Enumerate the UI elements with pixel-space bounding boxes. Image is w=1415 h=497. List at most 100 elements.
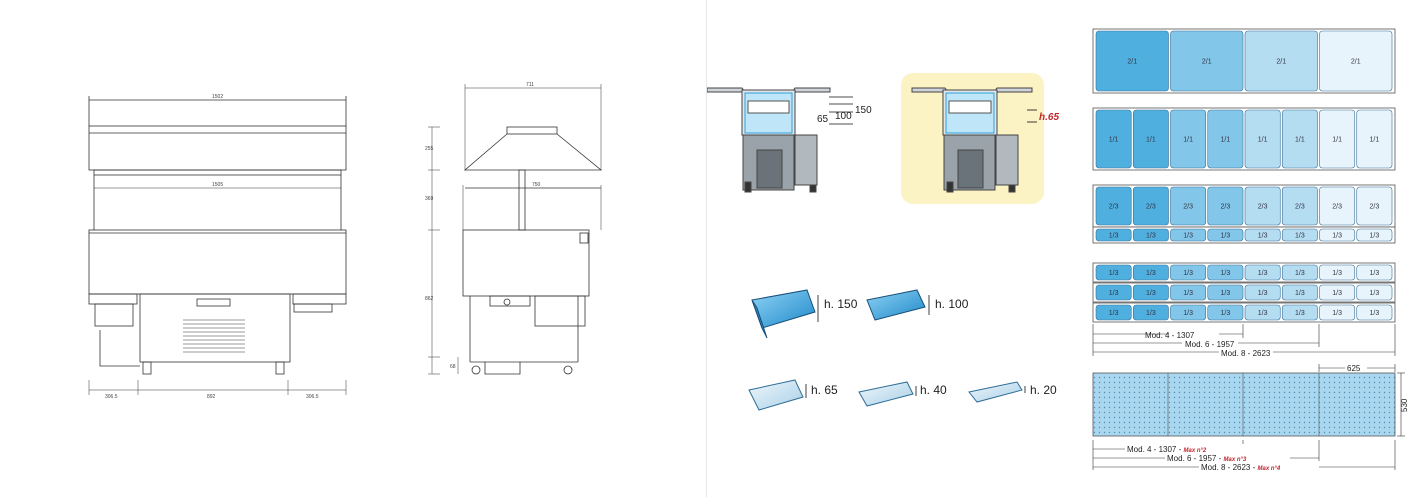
layout-row2-tray xyxy=(1207,109,1244,169)
depth-150-label: 150 xyxy=(855,105,872,116)
layout-row4-a-tray-label: 1/3 xyxy=(1258,270,1268,277)
layout-row2-tray-label: 1/1 xyxy=(1258,137,1268,144)
perforated-plate xyxy=(1092,372,1396,437)
layout-row4-b-tray xyxy=(1319,284,1356,301)
layout-row1-tray-label: 2/1 xyxy=(1276,59,1286,66)
side-mid-width: 750 xyxy=(532,182,541,188)
layout-row4-c-tray xyxy=(1281,304,1318,321)
layout-row4-b-tray-label: 1/3 xyxy=(1109,290,1119,297)
layout-row4-b-tray-label: 1/3 xyxy=(1146,290,1156,297)
layout-row4-a-tray xyxy=(1319,264,1356,281)
layout-row4-c-tray-label: 1/3 xyxy=(1370,310,1380,317)
layout-row4-a-tray-label: 1/3 xyxy=(1370,270,1380,277)
depth-65-label: 65 xyxy=(817,114,829,125)
layout-row4-b-tray xyxy=(1244,284,1281,301)
layout-row3-bottom-tray-label: 1/3 xyxy=(1183,233,1193,240)
layout-row4-a-tray xyxy=(1356,264,1393,281)
layout-row2-tray xyxy=(1132,109,1169,169)
layout-row3-bottom-tray-label: 1/3 xyxy=(1370,233,1380,240)
layout-row3-bottom-tray-label: 1/3 xyxy=(1258,233,1268,240)
layout-row4-a-tray xyxy=(1095,264,1132,281)
mod6-label: Mod. 6 - 1957 xyxy=(1185,340,1235,349)
layout-row4-c-tray-label: 1/3 xyxy=(1258,310,1268,317)
layout-row3-top-tray xyxy=(1356,186,1393,226)
layout-row3-top-tray xyxy=(1095,186,1132,226)
mod8-plate-label: Mod. 8 - 2623 - Max n°4 xyxy=(1201,463,1281,472)
layout-row3-top-tray-label: 2/3 xyxy=(1183,204,1193,211)
layout-row3-top-tray-label: 2/3 xyxy=(1295,204,1305,211)
layout-row4-c-tray xyxy=(1244,304,1281,321)
layout-row4-c-tray xyxy=(1207,304,1244,321)
layout-row4-b-tray xyxy=(1095,284,1132,301)
layout-row4-b-tray xyxy=(1170,284,1207,301)
pan-40-label: h. 40 xyxy=(920,383,947,397)
layout-row2-tray-label: 1/1 xyxy=(1332,137,1342,144)
layout-row4-c-tray xyxy=(1132,304,1169,321)
side-body-height: 862 xyxy=(425,296,434,302)
layout-row4-c-tray xyxy=(1170,304,1207,321)
layout-row3-bottom-tray-label: 1/3 xyxy=(1221,233,1231,240)
layout-row4-c-tray-label: 1/3 xyxy=(1332,310,1342,317)
mod8-label: Mod. 8 - 2623 xyxy=(1221,349,1271,358)
layout-row4-a-tray xyxy=(1170,264,1207,281)
layout-row4-b-tray xyxy=(1356,284,1393,301)
configuration-graphics: 150 100 65 h.65 h. 150 xyxy=(707,28,1409,472)
front-view xyxy=(88,96,347,395)
layout-row4-a-tray xyxy=(1281,264,1318,281)
technical-drawing-panel: 1502 1505 306.5 892 306.5 711 750 255 36… xyxy=(0,0,707,497)
layout-row4-c-tray-label: 1/3 xyxy=(1183,310,1193,317)
layout-row2-tray-label: 1/1 xyxy=(1295,137,1305,144)
layout-row4-c-tray xyxy=(1095,304,1132,321)
layout-row3-top-tray-label: 2/3 xyxy=(1109,204,1119,211)
layout-row4-b-tray xyxy=(1207,284,1244,301)
layout-row3-top-tray xyxy=(1207,186,1244,226)
pan-20-label: h. 20 xyxy=(1030,383,1057,397)
layout-row3-bottom-tray xyxy=(1244,228,1281,242)
layout-row4-a-tray-label: 1/3 xyxy=(1221,270,1231,277)
layout-row4-c-tray-label: 1/3 xyxy=(1221,310,1231,317)
side-top-width: 711 xyxy=(526,82,534,88)
layout-row2-tray-label: 1/1 xyxy=(1221,137,1231,144)
side-hood-height: 255 xyxy=(425,146,434,152)
side-view xyxy=(428,84,603,375)
layout-row2-tray-label: 1/1 xyxy=(1370,137,1380,144)
mod6-plate-label: Mod. 6 - 1957 - Max n°3 xyxy=(1167,454,1247,463)
layout-row2-tray xyxy=(1281,109,1318,169)
pan-65: h. 65 xyxy=(748,379,838,411)
layout-row4-b-tray-label: 1/3 xyxy=(1221,290,1231,297)
side-foot-height: 68 xyxy=(450,364,456,370)
layout-row4-b-tray-label: 1/3 xyxy=(1370,290,1380,297)
front-left-offset: 306.5 xyxy=(105,394,118,400)
plate-height-label: 530 xyxy=(1400,398,1409,412)
layout-row4-a-tray-label: 1/3 xyxy=(1109,270,1119,277)
mod4-label: Mod. 4 - 1307 xyxy=(1145,331,1195,340)
pan-100-label: h. 100 xyxy=(935,297,969,311)
layout-row3-top-tray-label: 2/3 xyxy=(1370,204,1380,211)
layout-row3-top-tray-label: 2/3 xyxy=(1258,204,1268,211)
pan-150: h. 150 xyxy=(751,289,858,339)
layout-row2-tray-label: 1/1 xyxy=(1146,137,1156,144)
technical-drawing: 1502 1505 306.5 892 306.5 711 750 255 36… xyxy=(88,82,603,400)
layout-row4-a-tray-label: 1/3 xyxy=(1146,270,1156,277)
layout-row4-a-tray-label: 1/3 xyxy=(1183,270,1193,277)
side-gap-height: 369 xyxy=(425,196,434,202)
layout-row3-bottom-tray-label: 1/3 xyxy=(1146,233,1156,240)
layout-row4-a-tray xyxy=(1244,264,1281,281)
layout-row3-bottom-tray xyxy=(1132,228,1169,242)
pan-150-label: h. 150 xyxy=(824,297,858,311)
layout-row2-tray xyxy=(1356,109,1393,169)
plate-width-label: 625 xyxy=(1347,364,1361,373)
layout-row4-a-tray xyxy=(1132,264,1169,281)
layout-row4-c-tray-label: 1/3 xyxy=(1146,310,1156,317)
layout-row2-tray xyxy=(1170,109,1207,169)
layout-row4-a-tray-label: 1/3 xyxy=(1332,270,1342,277)
layout-row4-c-tray-label: 1/3 xyxy=(1109,310,1119,317)
configuration-panel: 150 100 65 h.65 h. 150 xyxy=(707,0,1415,497)
pan-40: h. 40 xyxy=(858,381,947,407)
gastronorm-pans: h. 150 h. 100 h. 65 h. 40 h. 20 xyxy=(748,289,1057,411)
front-top-width: 1502 xyxy=(212,94,223,100)
section-view-left: 150 100 65 xyxy=(707,87,872,193)
layout-row4-b-tray xyxy=(1281,284,1318,301)
pan-100: h. 100 xyxy=(866,289,969,321)
